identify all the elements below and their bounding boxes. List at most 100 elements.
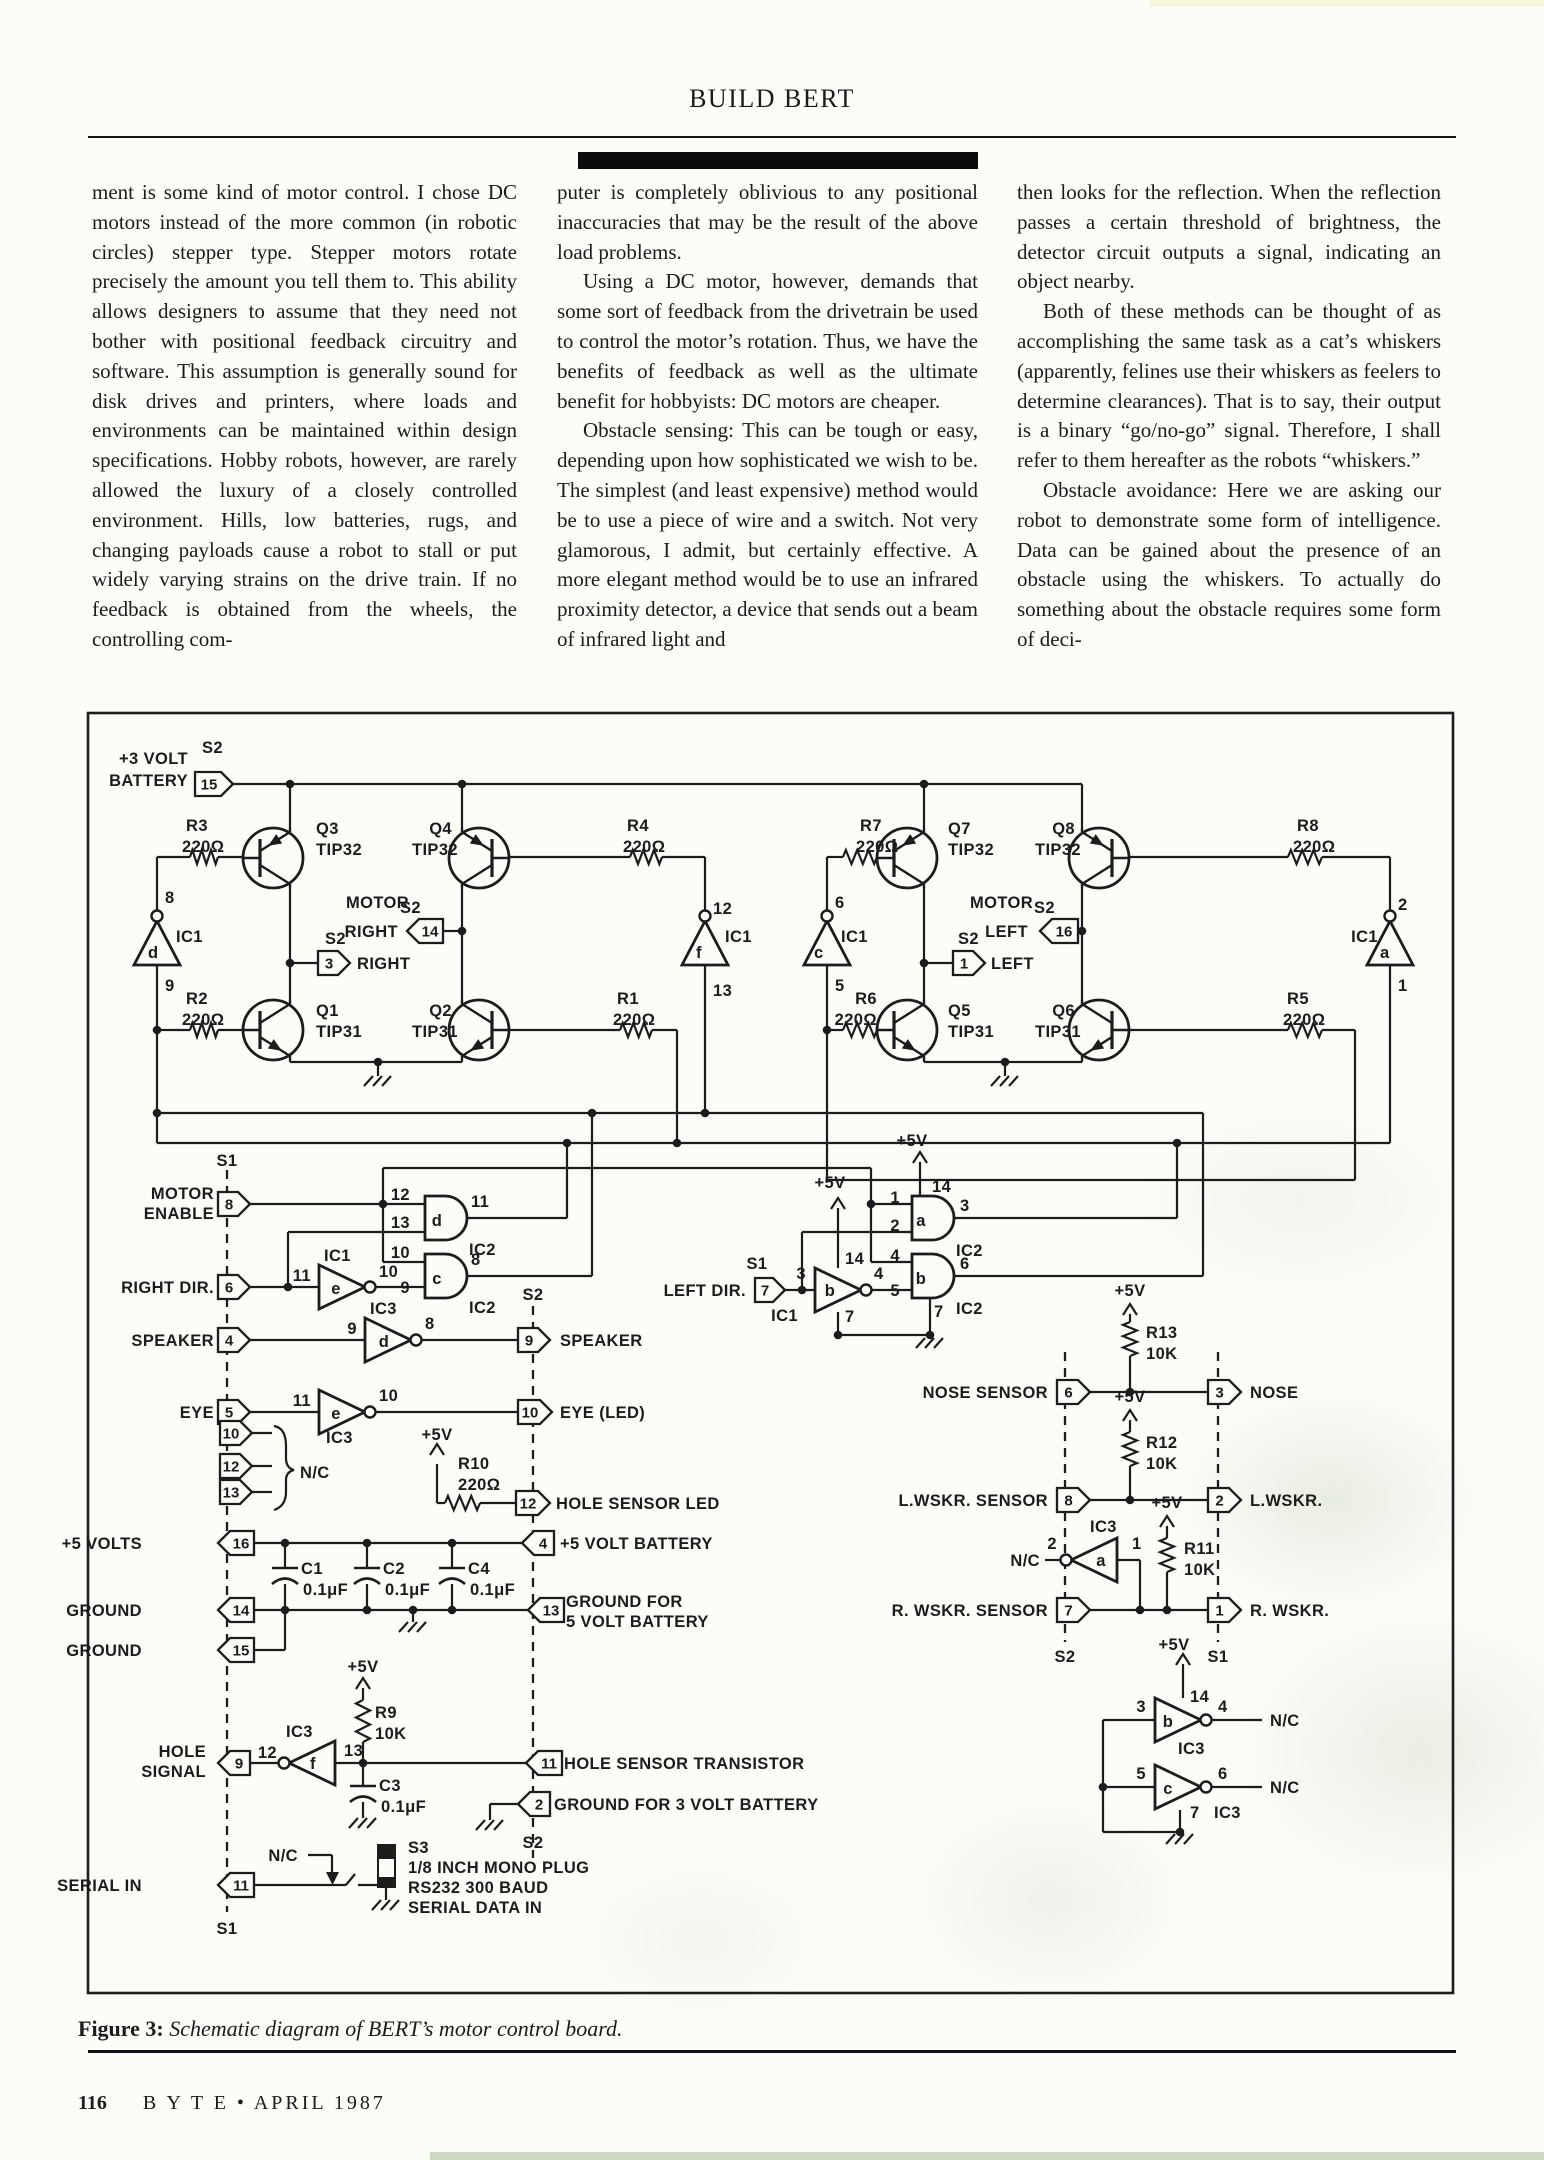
ground-icon [1174, 1833, 1185, 1845]
schematic-label: +5V [421, 1426, 452, 1444]
connector-tag [216, 1871, 256, 1899]
schematic-label: HOLE SENSOR LED [556, 1495, 720, 1513]
inverter-gate [131, 917, 183, 967]
ground-icon [1008, 1075, 1019, 1087]
schematic-label: Q4 [429, 820, 452, 838]
schematic-label: TIP32 [412, 841, 458, 859]
schematic-label: 220Ω [1293, 838, 1335, 856]
schematic-label: 4 [890, 1247, 900, 1265]
connector-tag [218, 1478, 254, 1506]
schematic-label: L.WSKR. [1250, 1492, 1322, 1510]
connector-tag [516, 1398, 554, 1426]
wire [345, 1873, 356, 1886]
connector-tag [526, 1596, 566, 1624]
junction-dot [1000, 1057, 1010, 1067]
connector-tag-number: 14 [233, 1603, 250, 1620]
schematic-label: LEFT [985, 923, 1028, 941]
transistor-arrow [469, 834, 484, 846]
schematic-label: 220Ω [613, 1011, 655, 1029]
schematic-label: 13 [713, 982, 732, 1000]
article-column-3: then looks for the reflection. When the … [1017, 178, 1441, 655]
schematic-label: TIP31 [412, 1023, 458, 1041]
junction-dot [285, 779, 295, 789]
transistor-arrow [470, 1039, 485, 1051]
junction-dot [822, 1025, 832, 1035]
schematic-label: Q3 [316, 820, 339, 838]
schematic-label: ENABLE [144, 1205, 214, 1223]
resistor [841, 1020, 879, 1040]
paragraph: then looks for the reflection. When the … [1017, 180, 1441, 294]
schematic-label: HOLE [159, 1743, 206, 1761]
schematic-label: TIP31 [316, 1023, 362, 1041]
ground-icon [1165, 1833, 1176, 1845]
schematic-label: b [916, 1270, 926, 1288]
connector-tag [218, 1452, 254, 1480]
inverter-bubble [277, 1756, 291, 1770]
schematic-label: MOTOR [151, 1185, 214, 1203]
resistor [841, 847, 879, 867]
nc-arrowhead [326, 1872, 339, 1885]
schematic-label: 0.1μF [385, 1581, 430, 1599]
paragraph: Obstacle sensing: This can be tough or e… [557, 418, 978, 651]
schematic-label: 5 [835, 977, 845, 995]
connector-tag-number: 8 [225, 1197, 233, 1214]
schematic-label: 10 [379, 1387, 398, 1405]
schematic-label: +5V [1151, 1494, 1182, 1512]
connector-tag-number: 11 [233, 1878, 249, 1895]
figure-caption: Figure 3: Schematic diagram of BERT’s mo… [78, 2016, 1448, 2042]
schematic-label: S2 [1055, 1648, 1076, 1666]
junction-dot [587, 1108, 597, 1118]
magazine-date: B Y T E • APRIL 1987 [142, 2092, 386, 2114]
connector-tag-number: 8 [1064, 1493, 1072, 1510]
connector-tag [1206, 1596, 1243, 1624]
schematic-label: +5V [896, 1132, 927, 1150]
schematic-label: R1 [617, 990, 639, 1008]
connector-tag-number: 16 [233, 1536, 250, 1553]
schematic-label: N/C [300, 1464, 330, 1482]
schematic-label: N/C [268, 1847, 298, 1865]
connector-tag [1055, 1378, 1092, 1406]
plus5v-arrow-icon [1159, 1513, 1175, 1528]
connector-tag [216, 1749, 252, 1777]
schematic-label: R10 [458, 1455, 489, 1473]
header-divider-bar [578, 152, 978, 169]
transistor-lead [461, 863, 493, 886]
schematic-label: IC3 [326, 1429, 353, 1447]
paragraph: Obstacle avoidance: Here we are asking o… [1017, 477, 1441, 651]
junction-dot [1125, 1495, 1135, 1505]
schematic-label: GROUND FOR [566, 1593, 683, 1611]
page-title: BUILD BERT [689, 84, 855, 113]
connector-tag-number: 13 [543, 1603, 560, 1620]
schematic-label: 1 [1132, 1535, 1142, 1553]
schematic-label: RIGHT [345, 923, 398, 941]
junction-dot [1125, 1387, 1135, 1397]
schematic-label: N/C [1270, 1712, 1300, 1730]
schematic-label: LEFT [991, 955, 1034, 973]
connector-tag-number: 10 [522, 1405, 539, 1422]
connector-tag [193, 770, 235, 798]
plus5v-arrow-icon [429, 1441, 445, 1456]
schematic-label: IC3 [286, 1723, 313, 1741]
schematic-label: 1/8 INCH MONO PLUG [408, 1859, 589, 1877]
schematic-label: 13 [391, 1214, 410, 1232]
resistor [1286, 847, 1324, 867]
schematic-label: 8 [425, 1315, 435, 1333]
schematic-label: SPEAKER [560, 1332, 643, 1350]
capacitor-plate [271, 1577, 299, 1586]
schematic-label: c [432, 1270, 442, 1288]
schematic-label: IC2 [469, 1241, 496, 1259]
connector-tag [216, 1190, 252, 1218]
schematic-label: d [148, 944, 158, 962]
junction-dot [925, 1330, 935, 1340]
connector-tag [516, 1790, 552, 1818]
schematic-label: R8 [1297, 817, 1319, 835]
ground-icon [389, 1899, 400, 1911]
junction-dot [797, 1285, 807, 1295]
ground-icon [915, 1337, 926, 1349]
ground-icon [357, 1817, 368, 1829]
ground-icon [366, 1817, 377, 1829]
schematic-label: 1 [1398, 977, 1408, 995]
schematic-label: 2 [890, 1217, 900, 1235]
schematic-label: TIP32 [316, 841, 362, 859]
schematic-label: N/C [1270, 1779, 1300, 1797]
